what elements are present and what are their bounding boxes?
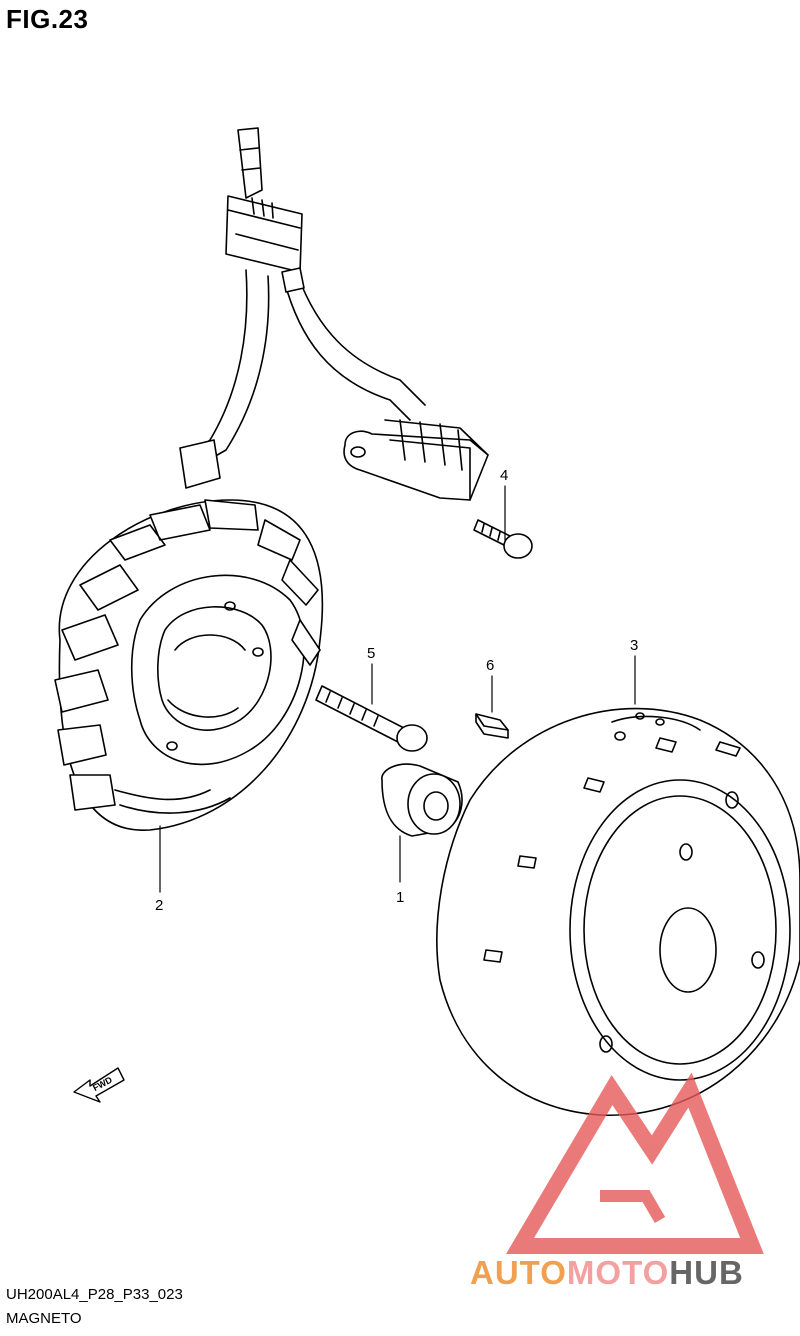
brand-part-auto: AUTO <box>470 1254 567 1291</box>
diagram-caption: MAGNETO <box>6 1310 82 1327</box>
brand-part-hub: HUB <box>669 1254 744 1291</box>
wire-harness <box>179 127 426 489</box>
rotor-flywheel <box>436 707 800 1116</box>
fwd-arrow-icon <box>73 1067 125 1103</box>
key-6 <box>475 713 509 739</box>
callout-5: 5 <box>367 645 375 662</box>
callout-2: 2 <box>155 897 163 914</box>
diagram-code: UH200AL4_P28_P33_023 <box>6 1286 183 1303</box>
callout-1: 1 <box>396 889 404 906</box>
stator-assembly <box>54 499 324 831</box>
bolt-4 <box>473 519 533 559</box>
watermark-brand: AUTOMOTOHUB <box>470 1254 744 1292</box>
callout-3: 3 <box>630 637 638 654</box>
callout-6: 6 <box>486 657 494 674</box>
bolt-5 <box>315 685 428 752</box>
pickup-coil <box>343 419 489 501</box>
figure-title: FIG.23 <box>6 4 89 34</box>
spacer-1 <box>381 763 463 837</box>
brand-part-moto: MOTO <box>566 1254 670 1291</box>
watermark-logo <box>505 1072 764 1254</box>
callout-4: 4 <box>500 467 508 484</box>
leader-lines <box>159 485 636 893</box>
